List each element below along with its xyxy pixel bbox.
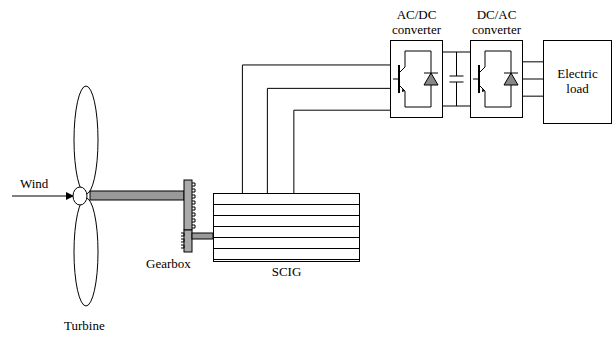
generator-box: SCIG xyxy=(213,193,360,262)
converter-box: AC/DC converter xyxy=(390,40,443,118)
power-wire xyxy=(242,65,390,193)
box-text: Electric load xyxy=(544,41,611,123)
power-wire xyxy=(443,52,470,106)
part-label: Wind xyxy=(20,176,48,192)
part-label: Turbine xyxy=(64,318,105,334)
box-heading: AC/DC converter xyxy=(381,8,453,38)
box-heading: DC/AC converter xyxy=(461,8,533,38)
converter-box: DC/AC converter xyxy=(470,40,523,118)
load-box: Electric load xyxy=(543,40,612,124)
power-wire xyxy=(523,62,543,96)
box-heading: SCIG xyxy=(247,265,327,280)
part-label: Gearbox xyxy=(146,256,191,272)
